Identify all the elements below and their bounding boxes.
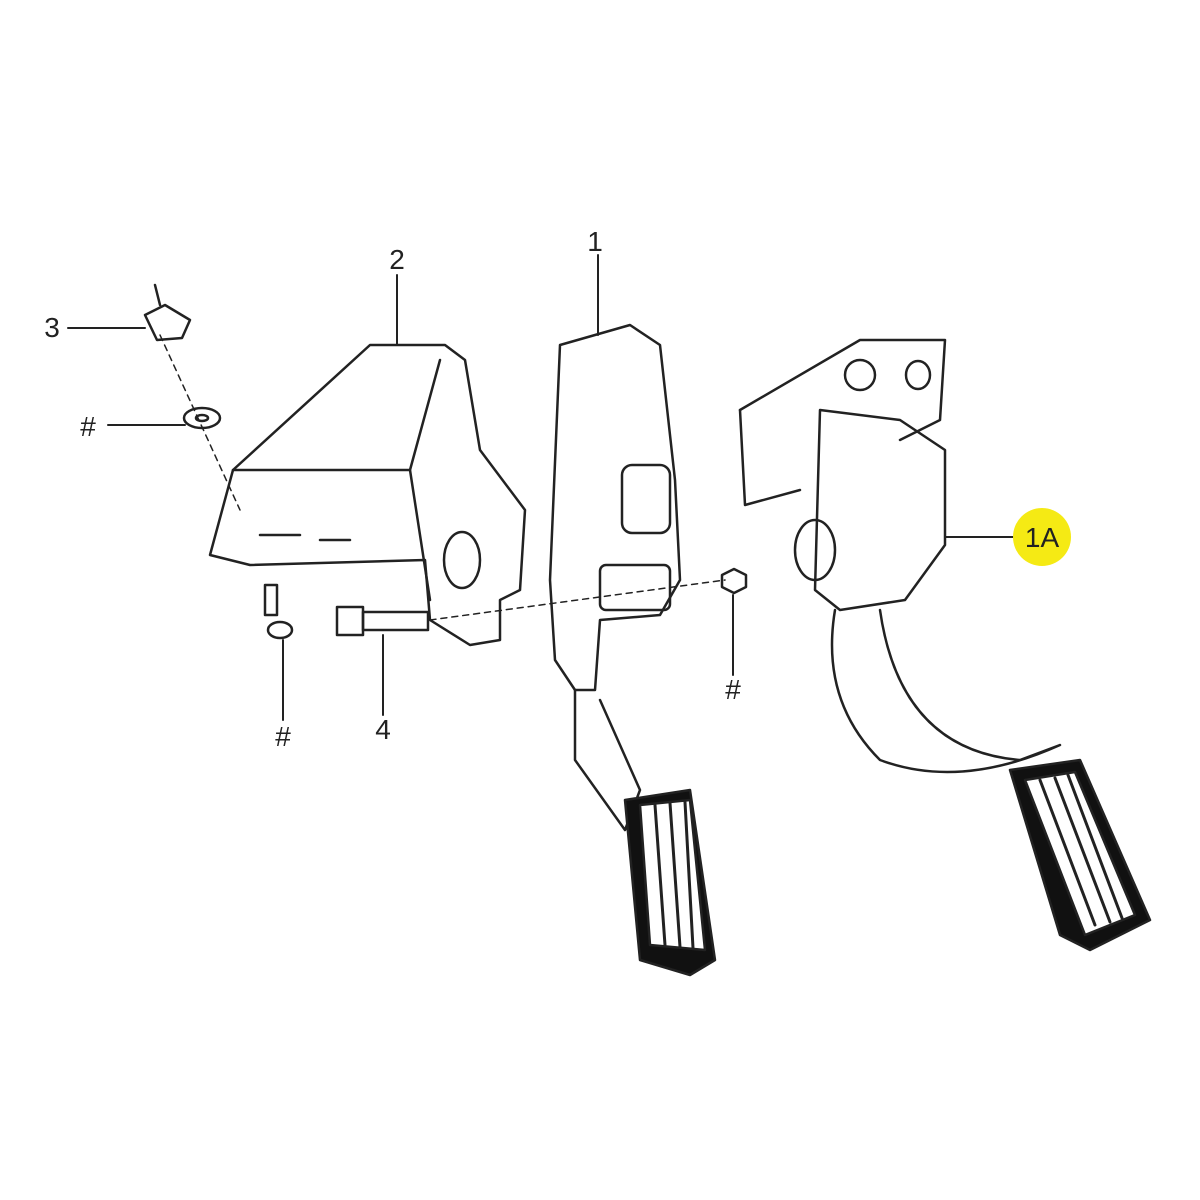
nut [720, 567, 748, 595]
part-2-bracket [208, 343, 527, 647]
part-3-clip [143, 283, 192, 342]
callout-4: 4 [375, 714, 391, 745]
callout-1A: 1A [1024, 522, 1060, 553]
callout-3: 3 [44, 312, 60, 343]
part-1A-pedal [738, 338, 1152, 952]
washer [182, 406, 222, 430]
washer-hole [194, 413, 210, 423]
callout-hash-screw: # [275, 721, 291, 752]
callout-hash-washer: # [80, 411, 96, 442]
leader-lines [67, 254, 1016, 721]
callout-2: 2 [389, 244, 405, 275]
callout-hash-nut: # [725, 674, 741, 705]
screw [263, 583, 294, 640]
callout-1: 1 [587, 226, 603, 257]
part-4-bolt [335, 605, 430, 637]
callout-1A-highlight [1013, 508, 1071, 566]
part-1-pedal [548, 323, 717, 977]
assembly-lines [159, 334, 726, 621]
